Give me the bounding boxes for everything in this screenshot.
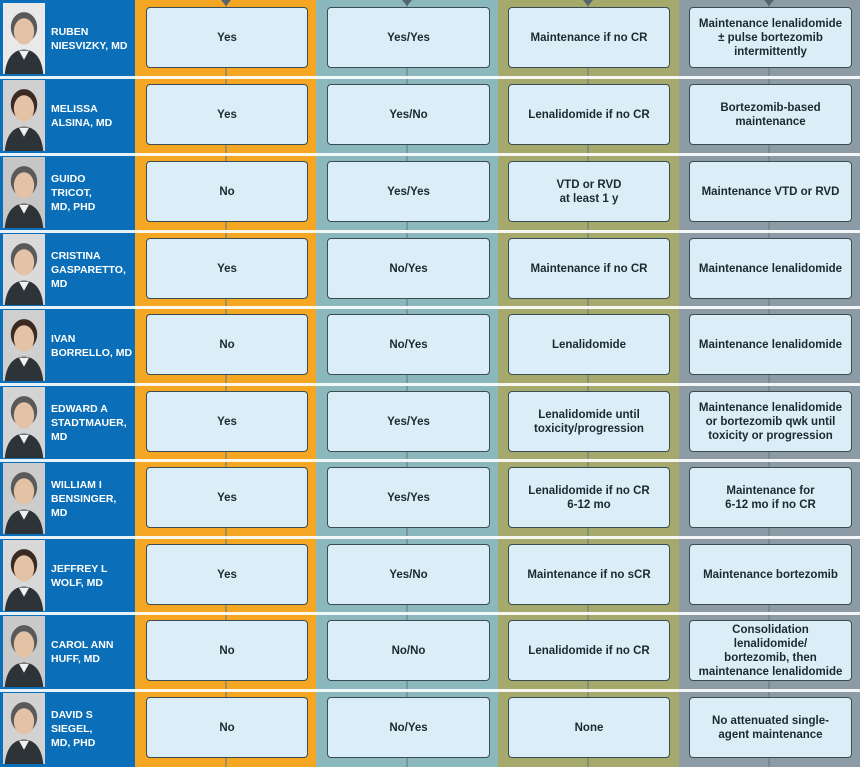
answer-box-col-2: Yes/No	[327, 544, 490, 605]
table-row: MELISSA ALSINA, MD Yes Yes/No Lenalidomide …	[0, 77, 860, 154]
expert-cell: EDWARD A STADTMAUER, MD	[0, 384, 135, 461]
portrait-photo	[3, 80, 45, 151]
answer-box-col-1: No	[146, 697, 308, 758]
answer-box-col-3: Maintenance if no CR	[508, 238, 670, 299]
arrow-down-icon	[764, 0, 774, 6]
answer-box-col-2: Yes/Yes	[327, 7, 490, 68]
expert-cell: IVAN BORRELLO, MD	[0, 307, 135, 384]
expert-cell: MELISSA ALSINA, MD	[0, 77, 135, 154]
answer-box-col-4: Maintenance lenalidomide	[689, 238, 852, 299]
answer-box-col-1: Yes	[146, 84, 308, 145]
answer-box-col-3: Lenalidomide until toxicity/progression	[508, 391, 670, 452]
answer-box-col-3: Maintenance if no CR	[508, 7, 670, 68]
expert-name: MELISSA ALSINA, MD	[51, 102, 113, 129]
table-row: DAVID S SIEGEL, MD, PHD No No/Yes None No at…	[0, 690, 860, 767]
expert-name: RUBEN NIESVIZKY, MD	[51, 25, 128, 52]
expert-cell: WILLIAM I BENSINGER, MD	[0, 460, 135, 537]
portrait-photo	[3, 310, 45, 381]
answer-box-col-4: Maintenance for 6-12 mo if no CR	[689, 467, 852, 528]
table-row: EDWARD A STADTMAUER, MD Yes Yes/Yes Lenalid…	[0, 384, 860, 461]
portrait-photo	[3, 3, 45, 74]
portrait-photo	[3, 234, 45, 305]
portrait-photo	[3, 540, 45, 611]
answer-box-col-3: Lenalidomide if no CR 6-12 mo	[508, 467, 670, 528]
answer-box-col-3: VTD or RVD at least 1 y	[508, 161, 670, 222]
expert-name: CRISTINA GASPARETTO, MD	[51, 249, 126, 290]
expert-name: CAROL ANN HUFF, MD	[51, 638, 114, 665]
table-row: GUIDO TRICOT, MD, PHD No Yes/Yes VTD or RVD…	[0, 154, 860, 231]
answer-box-col-2: Yes/Yes	[327, 467, 490, 528]
answer-box-col-1: Yes	[146, 544, 308, 605]
arrow-down-icon	[221, 0, 231, 6]
answer-box-col-2: Yes/Yes	[327, 391, 490, 452]
expert-name: WILLIAM I BENSINGER, MD	[51, 478, 117, 519]
answer-box-col-4: Maintenance lenalidomide ± pulse bortezo…	[689, 7, 852, 68]
expert-cell: GUIDO TRICOT, MD, PHD	[0, 154, 135, 231]
row-separator	[0, 383, 860, 386]
portrait-photo	[3, 693, 45, 764]
row-separator	[0, 459, 860, 462]
answer-box-col-4: Bortezomib-based maintenance	[689, 84, 852, 145]
row-separator	[0, 536, 860, 539]
answer-box-col-1: No	[146, 161, 308, 222]
expert-name: IVAN BORRELLO, MD	[51, 332, 133, 359]
answer-box-col-4: Maintenance bortezomib	[689, 544, 852, 605]
row-separator	[0, 153, 860, 156]
answer-box-col-1: No	[146, 314, 308, 375]
answer-box-col-2: No/Yes	[327, 314, 490, 375]
answer-box-col-1: Yes	[146, 7, 308, 68]
expert-cell: DAVID S SIEGEL, MD, PHD	[0, 690, 135, 767]
answer-box-col-3: Lenalidomide if no CR	[508, 84, 670, 145]
portrait-photo	[3, 157, 45, 228]
answer-box-col-1: No	[146, 620, 308, 681]
expert-cell: JEFFREY L WOLF, MD	[0, 537, 135, 614]
row-separator	[0, 76, 860, 79]
row-separator	[0, 689, 860, 692]
table-row: WILLIAM I BENSINGER, MD Yes Yes/Yes Lenalid…	[0, 460, 860, 537]
expert-name: GUIDO TRICOT, MD, PHD	[51, 172, 96, 213]
answer-box-col-3: Lenalidomide	[508, 314, 670, 375]
arrow-down-icon	[583, 0, 593, 6]
answer-box-col-3: Maintenance if no sCR	[508, 544, 670, 605]
row-separator	[0, 612, 860, 615]
expert-cell: RUBEN NIESVIZKY, MD	[0, 0, 135, 77]
answer-box-col-3: None	[508, 697, 670, 758]
answer-box-col-1: Yes	[146, 238, 308, 299]
answer-box-col-4: No attenuated single- agent maintenance	[689, 697, 852, 758]
expert-name: JEFFREY L WOLF, MD	[51, 562, 108, 589]
answer-box-col-2: Yes/Yes	[327, 161, 490, 222]
table-row: IVAN BORRELLO, MD No No/Yes Lenalidomide Mai…	[0, 307, 860, 384]
table-row: JEFFREY L WOLF, MD Yes Yes/No Maintenance i…	[0, 537, 860, 614]
expert-cell: CRISTINA GASPARETTO, MD	[0, 231, 135, 308]
answer-box-col-1: Yes	[146, 467, 308, 528]
table-row: CAROL ANN HUFF, MD No No/No Lenalidomide if…	[0, 613, 860, 690]
answer-box-col-3: Lenalidomide if no CR	[508, 620, 670, 681]
answer-box-col-2: No/Yes	[327, 697, 490, 758]
answer-box-col-4: Maintenance lenalidomide	[689, 314, 852, 375]
answer-box-col-1: Yes	[146, 391, 308, 452]
row-separator	[0, 230, 860, 233]
answer-box-col-4: Maintenance VTD or RVD	[689, 161, 852, 222]
portrait-photo	[3, 387, 45, 458]
expert-name: EDWARD A STADTMAUER, MD	[51, 402, 127, 443]
expert-name: DAVID S SIEGEL, MD, PHD	[51, 708, 96, 749]
row-separator	[0, 306, 860, 309]
answer-box-col-2: No/Yes	[327, 238, 490, 299]
table-row: RUBEN NIESVIZKY, MD Yes Yes/Yes Maintenance…	[0, 0, 860, 77]
answer-box-col-4: Maintenance lenalidomide or bortezomib q…	[689, 391, 852, 452]
arrow-down-icon	[402, 0, 412, 6]
answer-box-col-2: No/No	[327, 620, 490, 681]
expert-cell: CAROL ANN HUFF, MD	[0, 613, 135, 690]
answer-box-col-4: Consolidation lenalidomide/ bortezomib, …	[689, 620, 852, 681]
table-row: CRISTINA GASPARETTO, MD Yes No/Yes Maintena…	[0, 231, 860, 308]
answer-box-col-2: Yes/No	[327, 84, 490, 145]
portrait-photo	[3, 616, 45, 687]
portrait-photo	[3, 463, 45, 534]
